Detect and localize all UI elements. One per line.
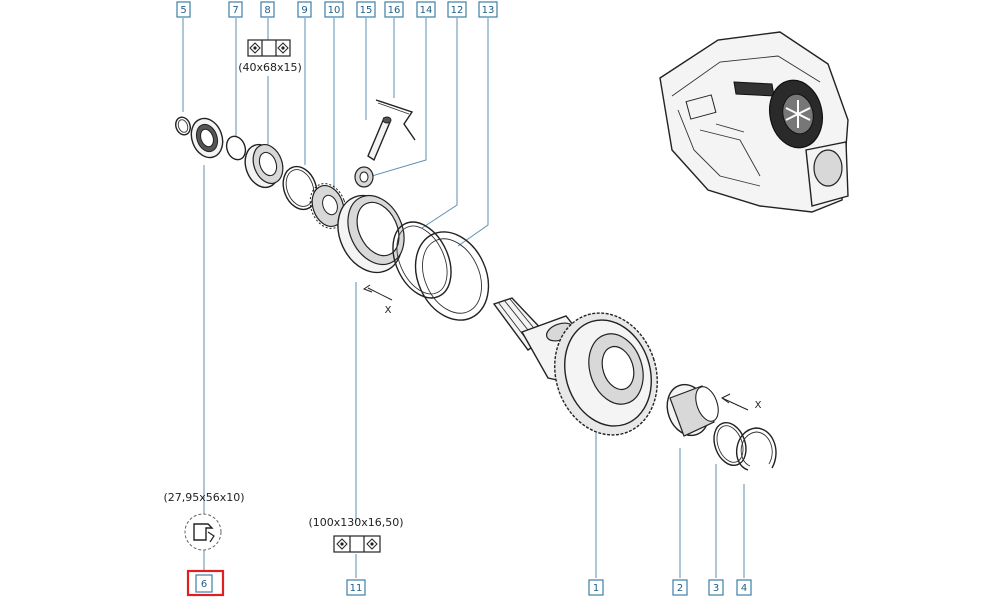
callout-14[interactable]: 14 bbox=[416, 1, 436, 18]
part-12-shim[interactable] bbox=[382, 213, 463, 307]
leader-13 bbox=[457, 18, 489, 247]
axis-marker-lower: X bbox=[721, 393, 762, 411]
callout-4[interactable]: 4 bbox=[736, 579, 752, 596]
svg-text:7: 7 bbox=[232, 5, 238, 16]
part-15-shaft[interactable] bbox=[367, 116, 392, 162]
part-9-ring[interactable] bbox=[277, 162, 322, 214]
svg-text:15: 15 bbox=[360, 5, 373, 16]
callout-15[interactable]: 15 bbox=[356, 1, 376, 18]
selected-callout-highlight bbox=[186, 569, 225, 597]
svg-text:12: 12 bbox=[451, 5, 464, 16]
part-1-differential[interactable] bbox=[492, 297, 673, 448]
svg-text:8: 8 bbox=[264, 5, 270, 16]
svg-text:X: X bbox=[755, 400, 762, 411]
callout-3[interactable]: 3 bbox=[708, 579, 724, 596]
svg-text:16: 16 bbox=[388, 5, 401, 16]
dimension-part-6: (27,95x56x10) bbox=[163, 491, 244, 504]
callout-12[interactable]: 12 bbox=[447, 1, 467, 18]
callout-2[interactable]: 2 bbox=[672, 579, 688, 596]
callout-8[interactable]: 8 bbox=[260, 1, 275, 18]
svg-text:2: 2 bbox=[677, 583, 683, 594]
callout-7[interactable]: 7 bbox=[228, 1, 243, 18]
leader-lines bbox=[182, 18, 745, 578]
svg-text:14: 14 bbox=[420, 5, 433, 16]
callout-11[interactable]: 11 bbox=[346, 579, 366, 596]
part-3-ring[interactable] bbox=[708, 418, 751, 470]
part-6-seal[interactable] bbox=[186, 114, 228, 162]
axis-marker-upper: X bbox=[362, 284, 393, 316]
svg-text:10: 10 bbox=[328, 5, 341, 16]
gearbox-thumbnail bbox=[659, 31, 849, 213]
part-4-circlip[interactable] bbox=[735, 427, 777, 471]
svg-text:X: X bbox=[385, 305, 392, 316]
part-8-bearing[interactable] bbox=[239, 140, 288, 192]
part-5-circlip[interactable] bbox=[173, 115, 192, 137]
leader-12 bbox=[421, 18, 458, 229]
svg-text:3: 3 bbox=[713, 583, 719, 594]
part-7-snap-ring[interactable] bbox=[223, 134, 248, 163]
callout-1[interactable]: 1 bbox=[588, 579, 604, 596]
part-13-washer[interactable] bbox=[402, 220, 503, 332]
svg-text:1: 1 bbox=[593, 583, 599, 594]
part-11-bearing[interactable] bbox=[326, 185, 415, 283]
svg-text:13: 13 bbox=[482, 5, 495, 16]
svg-text:11: 11 bbox=[350, 583, 363, 594]
callout-6[interactable]: 6 bbox=[195, 574, 213, 593]
part-2-cage[interactable] bbox=[660, 379, 722, 442]
callout-13[interactable]: 13 bbox=[478, 1, 498, 18]
leader-14 bbox=[364, 18, 427, 179]
bearing-symbol-8 bbox=[247, 39, 291, 57]
svg-text:9: 9 bbox=[301, 5, 307, 16]
part-10-gear[interactable] bbox=[304, 179, 352, 234]
part-14-pinion[interactable] bbox=[354, 166, 374, 188]
callout-5[interactable]: 5 bbox=[176, 1, 191, 18]
seal-detail-symbol bbox=[184, 513, 222, 551]
callout-9[interactable]: 9 bbox=[297, 1, 312, 18]
svg-text:6: 6 bbox=[201, 579, 207, 590]
part-16-bracket[interactable] bbox=[375, 99, 416, 141]
dimension-part-8: (40x68x15) bbox=[238, 61, 302, 74]
bearing-symbol-11 bbox=[333, 535, 381, 553]
callout-10[interactable]: 10 bbox=[324, 1, 344, 18]
svg-text:4: 4 bbox=[741, 583, 747, 594]
svg-text:5: 5 bbox=[180, 5, 186, 16]
dimension-part-11: (100x130x16,50) bbox=[308, 516, 403, 529]
callout-16[interactable]: 16 bbox=[384, 1, 404, 18]
